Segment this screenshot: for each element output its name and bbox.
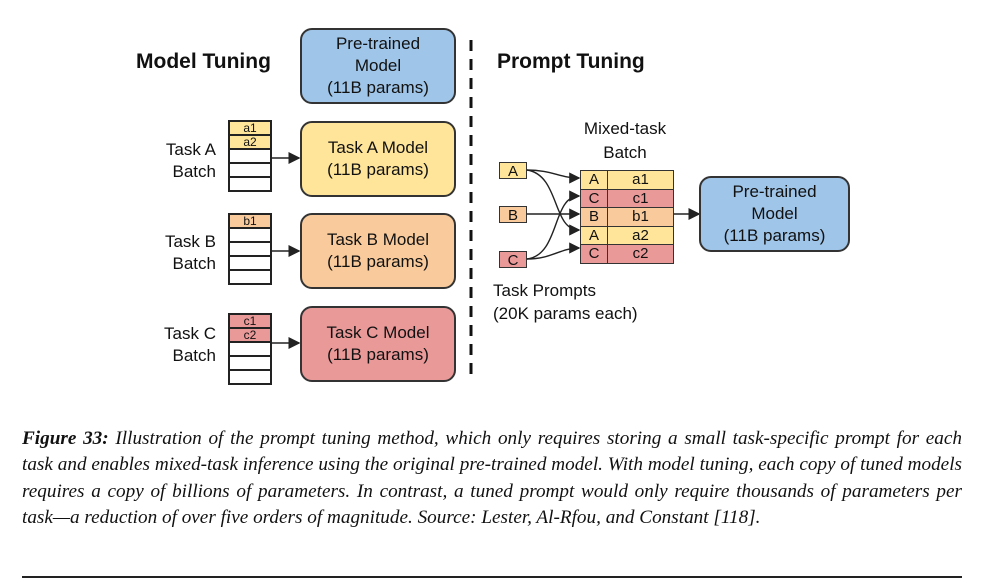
batch-cell — [230, 271, 270, 283]
task-b-batch-label: Task B Batch — [150, 231, 216, 275]
task-a-model-box: Task A Model (11B params) — [300, 121, 456, 197]
batch-cell: c1 — [230, 315, 270, 329]
mixed-row-task: B — [581, 208, 608, 226]
task-b-model-box: Task B Model (11B params) — [300, 213, 456, 289]
batch-cell: a2 — [230, 136, 270, 150]
task-c-model-box: Task C Model (11B params) — [300, 306, 456, 382]
model-params: (11B params) — [327, 345, 429, 364]
bottom-rule — [22, 576, 962, 578]
mixed-label-line2: Batch — [603, 143, 647, 162]
task-a-batch-label: Task A Batch — [150, 139, 216, 183]
pretrained-line2: Model — [354, 56, 402, 75]
task-b-batch: b1 — [228, 213, 272, 285]
mixed-row-value: b1 — [632, 208, 649, 225]
figure-label: Figure 33: — [22, 428, 109, 449]
batch-cell — [230, 164, 270, 178]
pretrained-line2: Model — [751, 204, 798, 223]
caption-text: Illustration of the prompt tuning method… — [22, 428, 962, 528]
task-c-batch: c1 c2 — [228, 313, 272, 385]
route-c-row5 — [526, 242, 581, 260]
batch-label: Batch — [172, 346, 216, 365]
mixed-row-task: A — [581, 226, 608, 244]
batch-cell: b1 — [230, 215, 270, 229]
task-b-label: Task B — [164, 232, 216, 251]
batch-cell — [230, 243, 270, 257]
task-prompts-label: Task Prompts (20K params each) — [493, 279, 638, 325]
mixed-task-batch-label: Mixed-task Batch — [560, 117, 690, 165]
route-c-row2 — [526, 190, 581, 260]
mixed-row-value: a2 — [632, 226, 649, 244]
model-params: (11B params) — [327, 252, 429, 271]
task-c-label: Task C — [164, 324, 216, 343]
model-params: (11B params) — [327, 160, 429, 179]
pretrained-line3: (11B params) — [327, 78, 429, 97]
batch-cell: c2 — [230, 329, 270, 343]
figure-caption: Figure 33: Illustration of the prompt tu… — [22, 426, 962, 531]
batch-cell — [230, 357, 270, 371]
batch-cell — [230, 229, 270, 243]
batch-cell — [230, 343, 270, 357]
pretrained-model-box-left: Pre-trained Model (11B params) — [300, 28, 456, 104]
mixed-row-value: a1 — [632, 171, 649, 188]
batch-label: Batch — [172, 162, 216, 181]
batch-cell — [230, 257, 270, 271]
batch-cell: a1 — [230, 122, 270, 136]
task-c-batch-label: Task C Batch — [150, 323, 216, 367]
route-a-row1 — [526, 169, 581, 184]
pretrained-line3: (11B params) — [723, 226, 826, 245]
model-name: Task C Model — [326, 323, 430, 342]
pretrained-line1: Pre-trained — [732, 182, 817, 201]
mixed-row-task: C — [581, 245, 608, 263]
model-name: Task A Model — [327, 138, 429, 157]
model-tuning-title: Model Tuning — [136, 50, 271, 73]
task-a-label: Task A — [165, 140, 216, 159]
task-prompt-a: A — [499, 162, 527, 180]
batch-label: Batch — [172, 254, 216, 273]
task-prompt-b: B — [499, 206, 527, 224]
pretrained-model-box-right: Pre-trained Model (11B params) — [699, 176, 850, 252]
batch-cell — [230, 371, 270, 383]
task-prompt-c: C — [499, 251, 527, 269]
pretrained-line1: Pre-trained — [335, 34, 421, 53]
mixed-row-value: c2 — [632, 245, 649, 262]
mixed-row-value: c1 — [632, 189, 649, 207]
batch-cell — [230, 178, 270, 190]
mixed-row-task: C — [581, 189, 608, 207]
prompt-tuning-title: Prompt Tuning — [497, 50, 645, 73]
task-prompts-line2: (20K params each) — [493, 304, 638, 323]
task-a-batch: a1 a2 — [228, 120, 272, 192]
batch-cell — [230, 150, 270, 164]
model-name: Task B Model — [326, 230, 430, 249]
mixed-label-line1: Mixed-task — [583, 119, 667, 138]
route-a-row4 — [526, 169, 581, 236]
mixed-row-task: A — [581, 171, 608, 189]
task-prompts-line1: Task Prompts — [493, 281, 596, 300]
